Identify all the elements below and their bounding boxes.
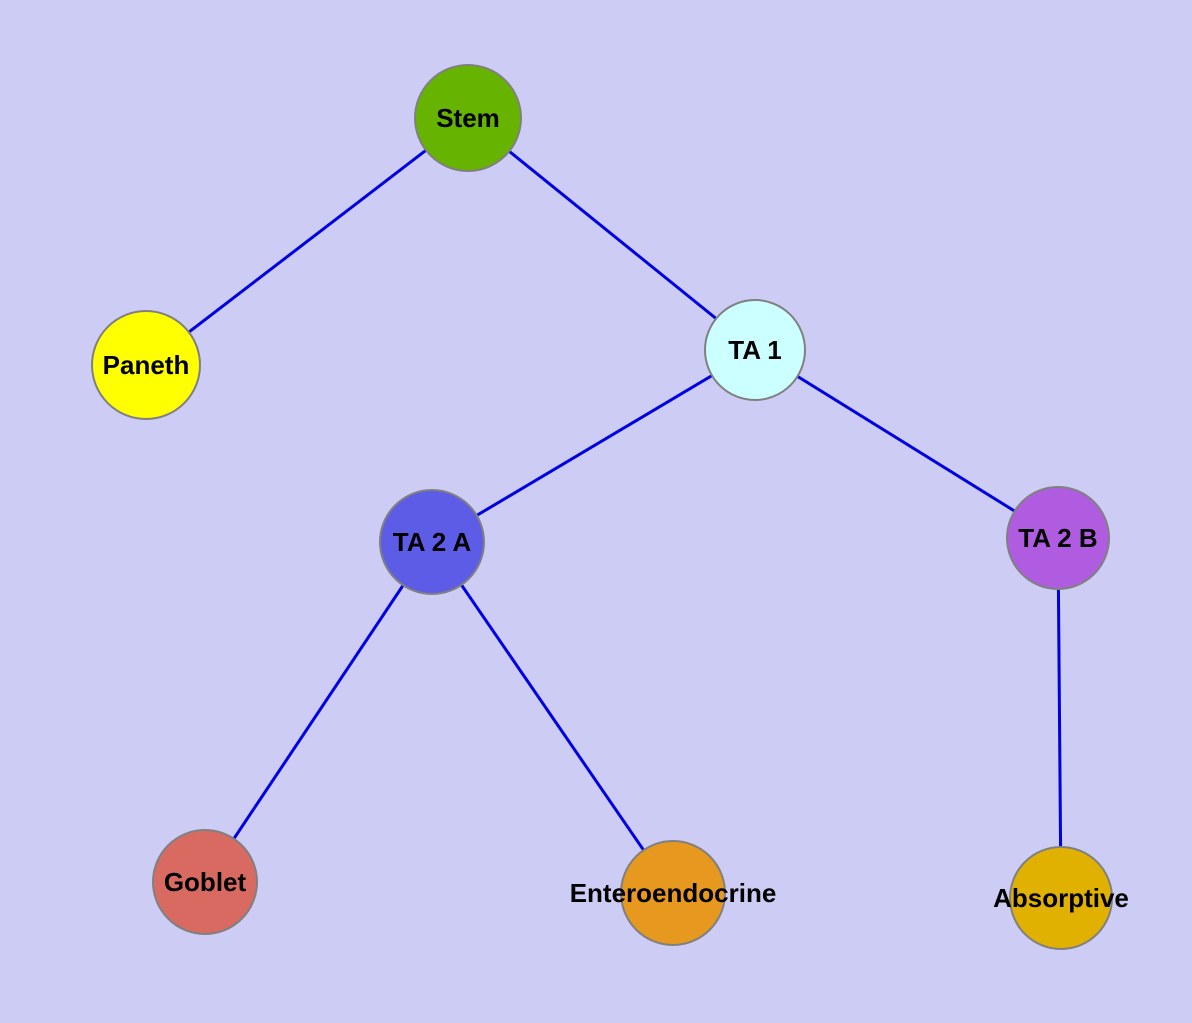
node-ta2b[interactable]: TA 2 B: [1006, 486, 1110, 590]
ta2a-circle: [379, 489, 485, 595]
goblet-circle: [152, 829, 258, 935]
edge-ta1-ta2b[interactable]: [754, 348, 1059, 540]
enteroendocrine-circle: [620, 840, 726, 946]
absorptive-circle: [1009, 846, 1113, 950]
node-enteroendocrine[interactable]: Enteroendocrine: [570, 840, 777, 946]
node-absorptive[interactable]: Absorptive: [993, 846, 1129, 950]
node-paneth[interactable]: Paneth: [91, 310, 201, 420]
edge-ta2a-enteroendocrine[interactable]: [430, 541, 675, 894]
paneth-circle: [91, 310, 201, 420]
ta1-circle: [704, 299, 806, 401]
edge-stem-paneth[interactable]: [145, 116, 469, 367]
edge-stem-ta1[interactable]: [467, 116, 756, 352]
node-ta2a[interactable]: TA 2 A: [379, 489, 485, 595]
node-ta1[interactable]: TA 1: [704, 299, 806, 401]
ta2b-circle: [1006, 486, 1110, 590]
edge-ta2a-goblet[interactable]: [203, 541, 434, 883]
node-goblet[interactable]: Goblet: [152, 829, 258, 935]
edge-ta2b-absorptive[interactable]: [1056, 537, 1063, 899]
edge-ta1-ta2a[interactable]: [431, 348, 756, 544]
stem-circle: [414, 64, 522, 172]
node-stem[interactable]: Stem: [414, 64, 522, 172]
